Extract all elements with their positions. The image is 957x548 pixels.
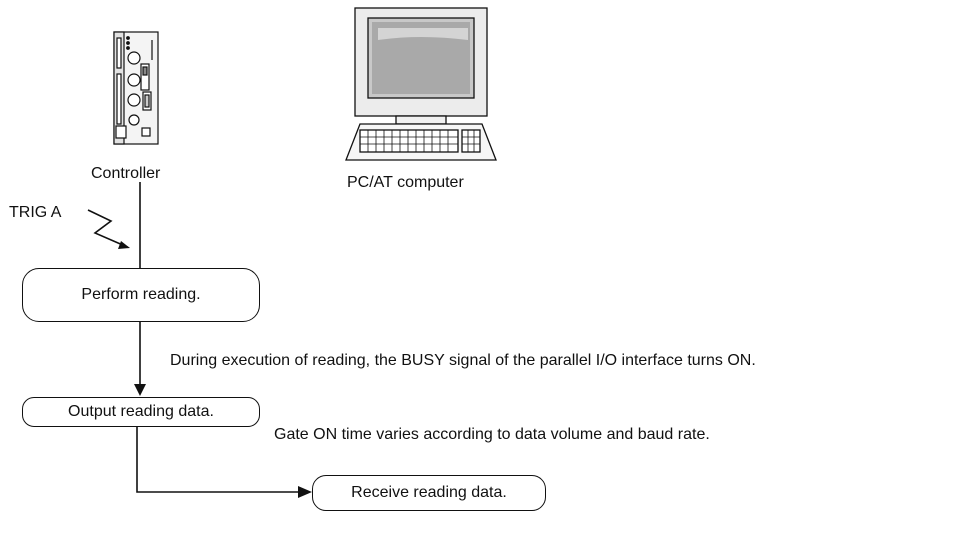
trigger-arrowhead: [118, 241, 130, 249]
flow-lines: [87, 182, 300, 493]
pc-label: PC/AT computer: [347, 174, 464, 191]
output-reading-data-label: Output reading data.: [68, 403, 214, 420]
gate-on-time-note: Gate ON time varies according to data vo…: [274, 426, 710, 443]
trigger-label: TRIG A: [9, 204, 62, 221]
output-reading-data-box: Output reading data.: [22, 397, 260, 427]
receive-reading-data-label: Receive reading data.: [351, 484, 507, 501]
controller-icon: [113, 31, 159, 145]
output-to-receive-line: [136, 427, 300, 493]
pc-computer-icon: [345, 7, 497, 161]
arrowheads: [118, 241, 312, 498]
arrowhead-right: [298, 486, 312, 498]
arrowhead-down: [134, 384, 146, 396]
perform-reading-box: Perform reading.: [22, 268, 260, 322]
perform-reading-label: Perform reading.: [81, 286, 201, 303]
receive-reading-data-box: Receive reading data.: [312, 475, 546, 511]
busy-signal-note: During execution of reading, the BUSY si…: [170, 352, 756, 369]
trigger-lightning-icon: [87, 209, 126, 247]
controller-label: Controller: [91, 165, 161, 182]
